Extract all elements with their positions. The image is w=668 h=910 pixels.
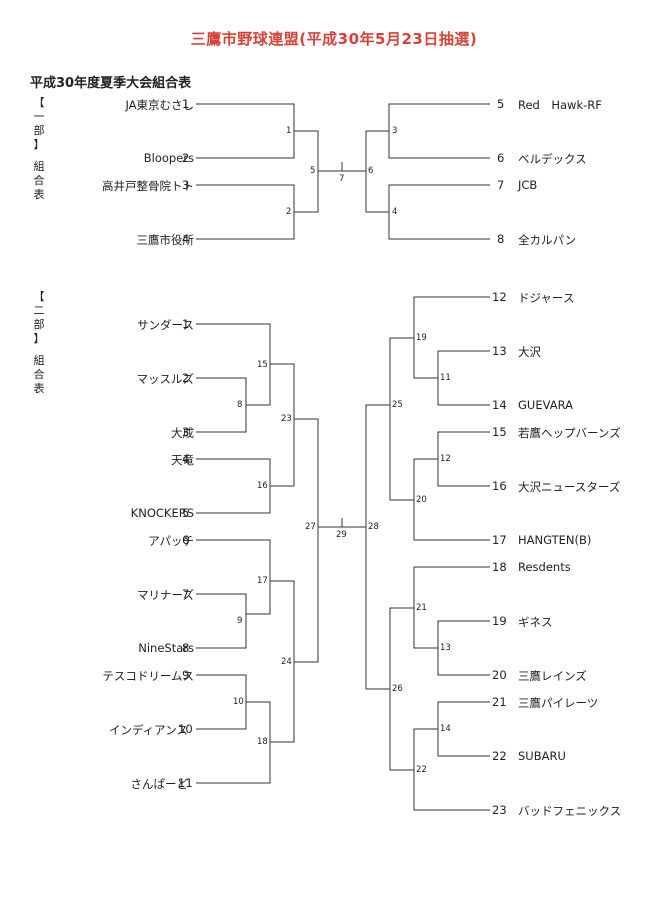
team-number: 2 xyxy=(182,371,190,385)
team-number: 22 xyxy=(492,749,507,763)
match-number: 8 xyxy=(237,400,243,410)
match-number: 14 xyxy=(440,724,451,734)
team-number: 5 xyxy=(182,506,190,520)
team-name: インディアンス xyxy=(108,723,188,737)
team-number: 6 xyxy=(497,151,505,165)
match-number: 9 xyxy=(237,616,243,626)
team-number: 4 xyxy=(182,232,190,246)
team-number: 16 xyxy=(492,479,507,493)
team-name: 三鷹レインズ xyxy=(518,669,587,683)
team-number: 4 xyxy=(182,452,190,466)
page-title: 三鷹市野球連盟(平成30年5月23日抽選) xyxy=(190,30,478,48)
team-name: Resdents xyxy=(518,560,571,574)
match-number: 29 xyxy=(336,530,347,540)
team-number: 7 xyxy=(497,178,505,192)
team-number: 7 xyxy=(182,587,190,601)
team-name: SUBARU xyxy=(518,749,566,763)
team-name: JA東京むさし xyxy=(125,98,194,112)
team-name: アパッチ xyxy=(148,534,194,548)
team-number: 8 xyxy=(497,232,505,246)
team-name: 高井戸整骨院トト xyxy=(102,179,194,193)
team-number: 18 xyxy=(492,560,507,574)
match-number: 26 xyxy=(392,684,403,694)
team-number: 3 xyxy=(182,178,190,192)
match-number: 28 xyxy=(368,522,379,532)
team-name: 三鷹市役所 xyxy=(136,233,195,247)
team-number: 20 xyxy=(492,668,507,682)
team-number: 1 xyxy=(182,317,190,331)
team-name: 三鷹パイレーツ xyxy=(518,696,599,710)
team-number: 8 xyxy=(182,641,190,655)
match-number: 23 xyxy=(281,414,292,424)
team-number: 15 xyxy=(492,425,507,439)
team-number: 17 xyxy=(492,533,507,547)
team-name: ドジャース xyxy=(518,291,575,305)
match-number: 27 xyxy=(305,522,316,532)
team-number: 5 xyxy=(497,97,505,111)
match-number: 21 xyxy=(416,603,427,613)
match-number: 11 xyxy=(440,373,451,383)
team-number: 12 xyxy=(492,290,507,304)
team-name: 全カルパン xyxy=(518,233,577,247)
team-name: 大成 xyxy=(171,426,194,440)
match-number: 22 xyxy=(416,765,427,775)
match-number: 1 xyxy=(286,126,292,136)
match-number: 13 xyxy=(440,643,451,653)
team-name: マリナーズ xyxy=(137,588,194,602)
team-name: ギネス xyxy=(518,615,553,629)
team-name: 天竜 xyxy=(171,453,194,467)
team-number: 6 xyxy=(182,533,190,547)
team-name: マッスルズ xyxy=(136,372,195,386)
match-number: 15 xyxy=(257,360,268,370)
team-name: KNOCKERS xyxy=(130,506,194,520)
match-number: 6 xyxy=(368,166,374,176)
team-number: 3 xyxy=(182,425,190,439)
team-name: JCB xyxy=(518,178,538,192)
team-number: 11 xyxy=(178,776,193,790)
match-number: 19 xyxy=(416,333,427,343)
team-number: 14 xyxy=(492,398,507,412)
team-number: 13 xyxy=(492,344,507,358)
team-name: さんぱーど xyxy=(130,777,189,791)
page-subtitle: 平成30年度夏季大会組合表 xyxy=(30,76,192,91)
match-number: 20 xyxy=(416,495,427,505)
match-number: 7 xyxy=(339,174,345,184)
match-number: 3 xyxy=(392,126,398,136)
match-number: 10 xyxy=(233,697,244,707)
team-name: 若鷹ヘップバーンズ xyxy=(518,426,621,440)
team-number: 10 xyxy=(178,722,193,736)
team-name: テスコドリームス xyxy=(102,669,194,683)
match-number: 18 xyxy=(257,737,268,747)
team-name: HANGTEN(B) xyxy=(518,533,592,547)
team-number: 9 xyxy=(182,668,190,682)
team-name: GUEVARA xyxy=(518,398,573,412)
division-2-label: 【二部】組合表 xyxy=(33,290,45,395)
match-number: 16 xyxy=(257,481,268,491)
team-number: 1 xyxy=(182,97,190,111)
team-number: 19 xyxy=(492,614,507,628)
match-number: 24 xyxy=(281,657,292,667)
team-name: 大沢 xyxy=(518,345,541,359)
team-number: 23 xyxy=(492,803,507,817)
team-name: バッドフェニックス xyxy=(518,804,622,818)
team-name: Bloopers xyxy=(143,151,194,165)
match-number: 4 xyxy=(392,207,398,217)
division-1-label: 【一部】組合表 xyxy=(33,96,45,201)
team-name: ベルデックス xyxy=(518,152,587,166)
match-number: 25 xyxy=(392,400,403,410)
team-name: 大沢ニュースターズ xyxy=(518,480,621,494)
team-name: NineStars xyxy=(138,641,194,655)
team-number: 2 xyxy=(182,151,190,165)
team-number: 21 xyxy=(492,695,507,709)
match-number: 5 xyxy=(310,166,316,176)
team-name: サンダース xyxy=(137,318,194,332)
team-name: Red Hawk-RF xyxy=(518,98,602,112)
match-number: 2 xyxy=(286,207,292,217)
match-number: 17 xyxy=(257,576,268,586)
match-number: 12 xyxy=(440,454,451,464)
